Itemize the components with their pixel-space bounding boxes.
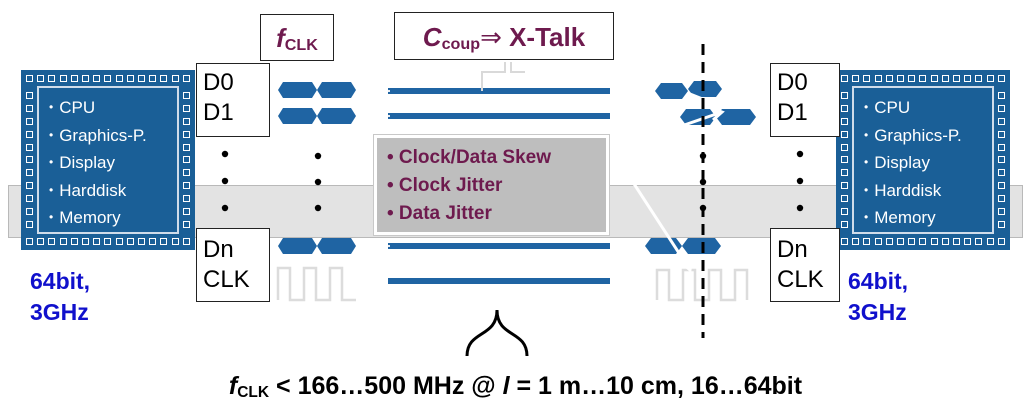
- eye-right-d1-b: [716, 109, 756, 125]
- pins-bottom: [841, 238, 1005, 245]
- lane-label-d0: D0: [203, 69, 234, 96]
- eye-left-d0-b: [317, 82, 356, 98]
- length-brace-icon: [465, 309, 529, 357]
- component-item: Display: [864, 149, 962, 177]
- eye-left-d1-b: [317, 108, 356, 124]
- spec-frequency: 3GHz: [848, 299, 907, 325]
- lane-label-d1: D1: [777, 99, 808, 126]
- spec-frequency: 3GHz: [30, 299, 89, 325]
- transmission-lines: [388, 88, 610, 284]
- lane-labels-right-top: D0 D1: [770, 63, 840, 137]
- component-item: Graphics-P.: [49, 122, 147, 150]
- chip-right: CPU Graphics-P. Display Harddisk Memory: [836, 70, 1010, 250]
- component-item: CPU: [864, 94, 962, 122]
- pins-left: [26, 92, 33, 228]
- lane-ellipsis: [221, 150, 804, 212]
- pins-top: [26, 75, 190, 82]
- spec-right: 64bit, 3GHz: [848, 266, 908, 328]
- pins-bottom: [26, 238, 190, 245]
- pins-top: [841, 75, 1005, 82]
- component-item: Harddisk: [49, 177, 147, 205]
- component-item: Memory: [49, 204, 147, 232]
- crosstalk-label: Ccoup⇒ X-Talk: [394, 12, 614, 60]
- eye-left-d1-a: [278, 108, 317, 124]
- eye-right-d0-a: [655, 83, 688, 99]
- spec-left: 64bit, 3GHz: [30, 266, 90, 328]
- component-item: Memory: [864, 204, 962, 232]
- clock-waveform-left: [276, 266, 356, 302]
- effect-item: • Clock/Data Skew: [387, 147, 551, 168]
- lane-labels-left-top: D0 D1: [196, 63, 270, 137]
- eye-left-dn-b: [317, 238, 356, 254]
- component-item: Display: [49, 149, 147, 177]
- lane-label-dn: Dn: [203, 236, 234, 263]
- lane-label-clk: CLK: [777, 266, 824, 293]
- lane-label-d1: D1: [203, 99, 234, 126]
- effect-item: • Clock Jitter: [387, 175, 503, 196]
- component-item: CPU: [49, 94, 147, 122]
- eye-diagram-left: [278, 82, 356, 254]
- spec-width: 64bit,: [848, 268, 909, 294]
- lane-labels-right-bottom: Dn CLK: [770, 228, 840, 302]
- pins-right: [998, 92, 1005, 228]
- lane-label-dn: Dn: [777, 236, 808, 263]
- eye-right-d1-a: [680, 109, 716, 125]
- fclk-label: fCLK: [260, 14, 334, 61]
- component-item: Graphics-P.: [864, 122, 962, 150]
- eye-left-d0-a: [278, 82, 317, 98]
- eye-left-dn-a: [278, 238, 317, 254]
- lane-label-d0: D0: [777, 69, 808, 96]
- effect-item: • Data Jitter: [387, 203, 492, 224]
- pins-left: [841, 92, 848, 228]
- caption: fCLK < 166…500 MHz @ l = 1 m…10 cm, 16…6…: [228, 372, 803, 402]
- spec-width: 64bit,: [30, 268, 91, 294]
- chip-left: CPU Graphics-P. Display Harddisk Memory: [21, 70, 195, 250]
- eye-right-d0-b: [688, 81, 722, 97]
- lane-labels-left-bottom: Dn CLK: [196, 228, 270, 302]
- lane-label-clk: CLK: [203, 266, 250, 293]
- component-item: Harddisk: [864, 177, 962, 205]
- pins-right: [183, 92, 190, 228]
- chip-left-components: CPU Graphics-P. Display Harddisk Memory: [49, 94, 147, 232]
- coupling-capacitor-icon: [481, 62, 525, 91]
- timing-effects-box: • Clock/Data Skew • Clock Jitter • Data …: [374, 135, 609, 235]
- chip-right-components: CPU Graphics-P. Display Harddisk Memory: [864, 94, 962, 232]
- arrow-icon: ⇒: [480, 22, 502, 52]
